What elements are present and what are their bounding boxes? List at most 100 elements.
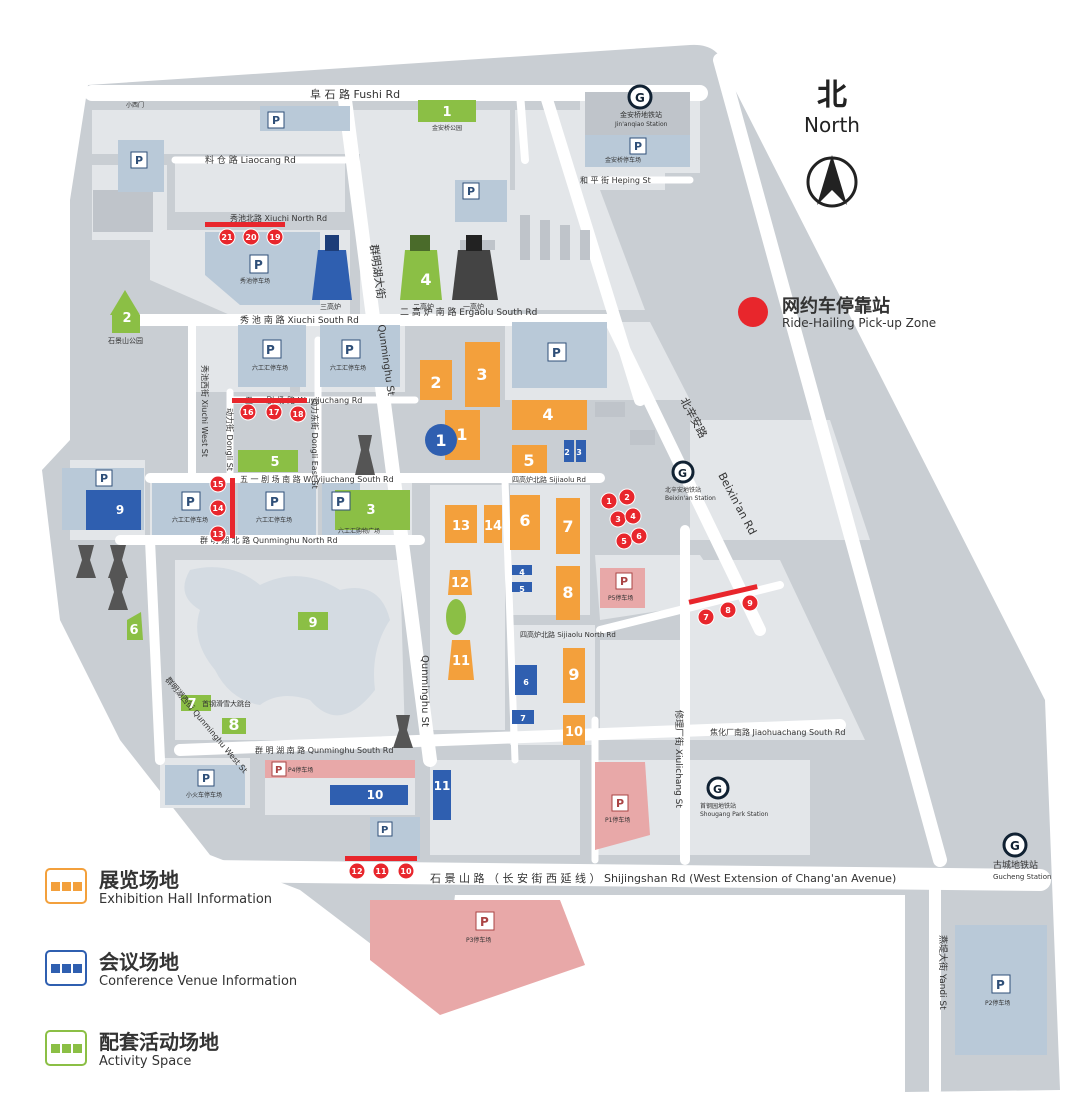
hall-3	[465, 342, 500, 407]
pickup-label-11: 11	[375, 867, 387, 876]
act-label-1: 1	[442, 105, 451, 120]
svg-text:二高炉: 二高炉	[413, 302, 434, 311]
hall-label-4: 4	[542, 405, 553, 424]
pickup-zone-11[interactable]	[372, 862, 390, 880]
svg-text:六工汇停车场: 六工汇停车场	[252, 364, 288, 372]
legend-activity-en: Activity Space	[99, 1054, 192, 1069]
conf-label-9: 9	[116, 503, 124, 517]
road-yandi: 燕堤大街 Yandi St	[937, 935, 949, 1010]
pickup-zone-14[interactable]	[209, 499, 227, 517]
svg-text:Jin'anqiao Station: Jin'anqiao Station	[614, 121, 668, 128]
svg-text:金安桥停车场: 金安桥停车场	[605, 156, 641, 164]
road-qunminghu-south: 群 明 湖 南 路 Qunminghu South Rd	[255, 745, 393, 755]
pickup-label-16: 16	[242, 408, 254, 417]
pickup-zone-9[interactable]	[741, 594, 759, 612]
road-xiulichang: 修理厂街 Xiulichang St	[673, 710, 685, 808]
svg-text:P: P	[480, 915, 489, 929]
svg-text:G: G	[678, 467, 687, 480]
pickup-zone-6[interactable]	[630, 527, 648, 545]
act-8	[222, 718, 246, 734]
pickup-zone-16[interactable]	[239, 403, 257, 421]
conf-10	[330, 785, 408, 805]
pickup-label-18: 18	[292, 410, 304, 419]
act-7	[181, 695, 211, 711]
pickup-zone-18[interactable]	[289, 405, 307, 423]
pickup-zone-15[interactable]	[209, 475, 227, 493]
pickup-zone-1[interactable]	[600, 492, 618, 510]
svg-text:六工汇购物广场: 六工汇购物广场	[338, 527, 380, 535]
act-label-6: 6	[129, 623, 138, 638]
hall-7	[556, 498, 580, 554]
act-label-2: 2	[122, 311, 131, 326]
blast-furnaces	[312, 235, 498, 300]
roads	[84, 53, 1051, 1096]
svg-text:P: P	[996, 978, 1005, 992]
pickup-label-15: 15	[212, 480, 224, 489]
svg-text:P: P	[186, 495, 195, 509]
svg-text:P2停车场: P2停车场	[985, 999, 1010, 1007]
legend-exhibition-swatch	[45, 868, 87, 904]
svg-text:小西门: 小西门	[126, 101, 144, 109]
svg-text:P5停车场: P5停车场	[608, 594, 633, 602]
hall-label-1: 1	[456, 425, 467, 444]
legend-activity-swatch	[45, 1030, 87, 1066]
pickup-zone-17[interactable]	[265, 403, 283, 421]
conf-5	[512, 582, 532, 592]
conf-11	[433, 770, 451, 820]
pickup-zone-21[interactable]	[218, 228, 236, 246]
hall-label-10: 10	[565, 725, 583, 740]
pickup-zone-12[interactable]	[348, 862, 366, 880]
svg-text:P1停车场: P1停车场	[605, 816, 630, 824]
metro-stations: G 金安桥地铁站 Jin'anqiao Station G 北辛安地铁站 Bei…	[614, 84, 1051, 881]
conference-shapes	[86, 440, 586, 820]
pickup-label-2: 2	[624, 493, 630, 502]
conf-label-2: 2	[564, 448, 570, 457]
pickup-zone-4[interactable]	[624, 507, 642, 525]
svg-text:一高炉: 一高炉	[463, 302, 484, 311]
svg-text:P: P	[620, 575, 628, 588]
hall-label-8: 8	[562, 583, 573, 602]
pickup-label-12: 12	[351, 867, 362, 876]
svg-text:P4停车场: P4停车场	[288, 766, 313, 774]
pickup-label-10: 10	[400, 867, 412, 876]
pickup-zone-10[interactable]	[397, 862, 415, 880]
north-indicator: 北 North	[800, 80, 864, 138]
svg-text:六工汇停车场: 六工汇停车场	[256, 516, 292, 524]
road-qunminghu-st-en-2: Qunminghu St	[419, 655, 430, 727]
conf-label-11: 11	[434, 779, 451, 793]
pickup-zone-20[interactable]	[242, 228, 260, 246]
conf-9	[86, 490, 141, 530]
pickup-label-1: 1	[606, 497, 612, 506]
pickup-zone-13[interactable]	[209, 525, 227, 543]
svg-text:首钢园地铁站: 首钢园地铁站	[700, 802, 736, 810]
conf-circle-1	[425, 424, 457, 456]
qunming-lake	[184, 567, 390, 716]
hall-label-9: 9	[568, 665, 579, 684]
pickup-zone-8[interactable]	[719, 601, 737, 619]
svg-text:G: G	[635, 91, 645, 105]
pickup-zone-19[interactable]	[266, 228, 284, 246]
hall-5	[512, 445, 547, 473]
legend-exhibition-en: Exhibition Hall Information	[99, 892, 273, 907]
hall-11	[448, 640, 474, 680]
svg-text:金安桥地铁站: 金安桥地铁站	[620, 110, 662, 119]
pickup-zone-2[interactable]	[618, 488, 636, 506]
hall-label-6: 6	[519, 511, 530, 530]
pickup-zone-7[interactable]	[697, 608, 715, 626]
hall-label-12: 12	[451, 576, 469, 591]
hall-12	[448, 570, 472, 595]
road-xiuchi-west: 秀池西街 Xiuchi West St	[200, 365, 210, 457]
conf-7	[512, 710, 534, 724]
pickup-label-7: 7	[703, 613, 709, 622]
svg-text:Shougang Park Station: Shougang Park Station	[700, 811, 768, 818]
pickup-label-21: 21	[221, 233, 233, 242]
svg-text:P3停车场: P3停车场	[466, 936, 491, 944]
road-wuyijuchang-south: 五 一 剧 场 南 路 Wuyijuchang South Rd	[240, 474, 394, 484]
station-gucheng: G 古城地铁站 Gucheng Station	[993, 832, 1051, 881]
svg-text:P: P	[100, 472, 108, 485]
pickup-zone-5[interactable]	[615, 532, 633, 550]
